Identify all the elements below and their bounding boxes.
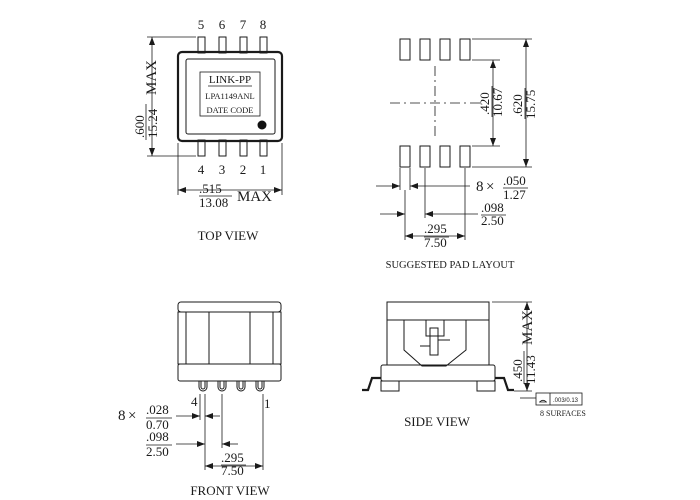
top-pin-7 [239,36,248,54]
flatness-value: .003/0.13 [553,398,579,404]
front-view-caption: FRONT VIEW [190,483,270,498]
pad-layout-view: .420 10.67 .620 15.75 8 × .050 1.27 .098 [376,38,538,271]
pad-width-in: .050 [503,173,526,188]
top-pin-8 [259,36,268,54]
pin-number-4: 4 [198,162,205,177]
pin-number-6: 6 [219,17,226,32]
lead-width-mm: 0.70 [146,417,169,432]
top-pin-6 [218,36,227,54]
surfaces-note: 8 SURFACES [540,409,586,418]
pad-bottom-1 [399,145,411,168]
front-span-mm: 7.50 [221,463,244,478]
pin-number-3: 3 [219,162,226,177]
pad-layout-caption: SUGGESTED PAD LAYOUT [386,260,515,271]
pad-inner-mm: 10.67 [490,87,505,117]
side-view-caption: SIDE VIEW [404,414,471,429]
bottom-pin-2 [239,139,248,157]
front-pitch-mm: 2.50 [146,444,169,459]
side-height-max: MAX [520,310,536,345]
front-top-cap [177,301,282,313]
marking-label [199,71,261,117]
pin-number-1: 1 [260,162,267,177]
top-width-mm: 13.08 [199,195,228,210]
pin-number-5: 5 [198,17,205,32]
front-pin-1: 1 [264,396,271,411]
bottom-pin-1 [259,139,268,157]
top-width-in: .515 [199,181,222,196]
top-view: LINK-PP LPA1149ANL DATE CODE 5 6 7 8 4 3… [132,17,284,243]
brand-marking: LINK-PP [209,74,251,86]
date-code-marking: DATE CODE [207,105,254,115]
bottom-pin-3 [218,139,227,157]
pad-span-mm: 7.50 [424,235,447,250]
pad-bottom-2 [419,145,431,168]
front-times-symbol: × [128,408,136,424]
side-height-in: .450 [510,359,525,382]
pad-outer-mm: 15.75 [523,90,538,119]
front-view: 4 1 8 × .028 0.70 .098 2.50 .295 7.50 FR… [118,301,282,498]
component-body [176,50,284,143]
pad-count-label: 8 [476,179,484,195]
side-standoff-left [380,380,400,392]
pad-bottom-4 [459,145,471,168]
side-base [380,364,496,382]
pad-width-mm: 1.27 [503,187,526,202]
flatness-frame [535,392,583,406]
pad-top-2 [419,38,431,61]
top-height-mm: 15.24 [145,108,160,138]
front-pin-4: 4 [191,394,198,409]
side-lead-left [362,376,381,392]
part-number-marking: LPA1149ANL [205,91,254,101]
top-width-max: MAX [237,189,272,205]
pin-number-2: 2 [240,162,247,177]
side-view: .450 11.43 MAX .003/0.13 8 SURFACES SIDE… [362,301,586,429]
flatness-icon [539,399,547,403]
front-leads [198,381,265,392]
pin-number-7: 7 [240,17,247,32]
side-top-core [386,301,490,321]
front-base [177,363,282,382]
front-pitch-in: .098 [146,429,169,444]
pad-top-3 [439,38,451,61]
bottom-pin-4 [197,139,206,157]
side-height-mm: 11.43 [523,355,538,384]
side-lead-right [495,376,514,392]
pad-span-in: .295 [424,221,447,236]
side-standoff-right [476,380,496,392]
pad-inner-in: .420 [477,92,492,115]
times-symbol: × [486,179,494,195]
pad-pitch-mm: 2.50 [481,213,504,228]
top-height-max: MAX [144,60,160,95]
front-span-in: .295 [221,450,244,465]
top-view-caption: TOP VIEW [198,228,260,243]
front-core [177,311,282,365]
top-height-in: .600 [132,115,147,138]
component-top-face [185,58,276,135]
lead-width-in: .028 [146,402,169,417]
pad-top-4 [459,38,471,61]
lead-count-label: 8 [118,408,126,424]
top-pin-5 [197,36,206,54]
pad-pitch-in: .098 [481,200,504,215]
pin1-indicator-dot [257,120,267,130]
pin-number-8: 8 [260,17,267,32]
side-bobbin [403,319,467,367]
pad-bottom-3 [439,145,451,168]
pad-top-1 [399,38,411,61]
pad-outer-in: .620 [510,94,525,117]
